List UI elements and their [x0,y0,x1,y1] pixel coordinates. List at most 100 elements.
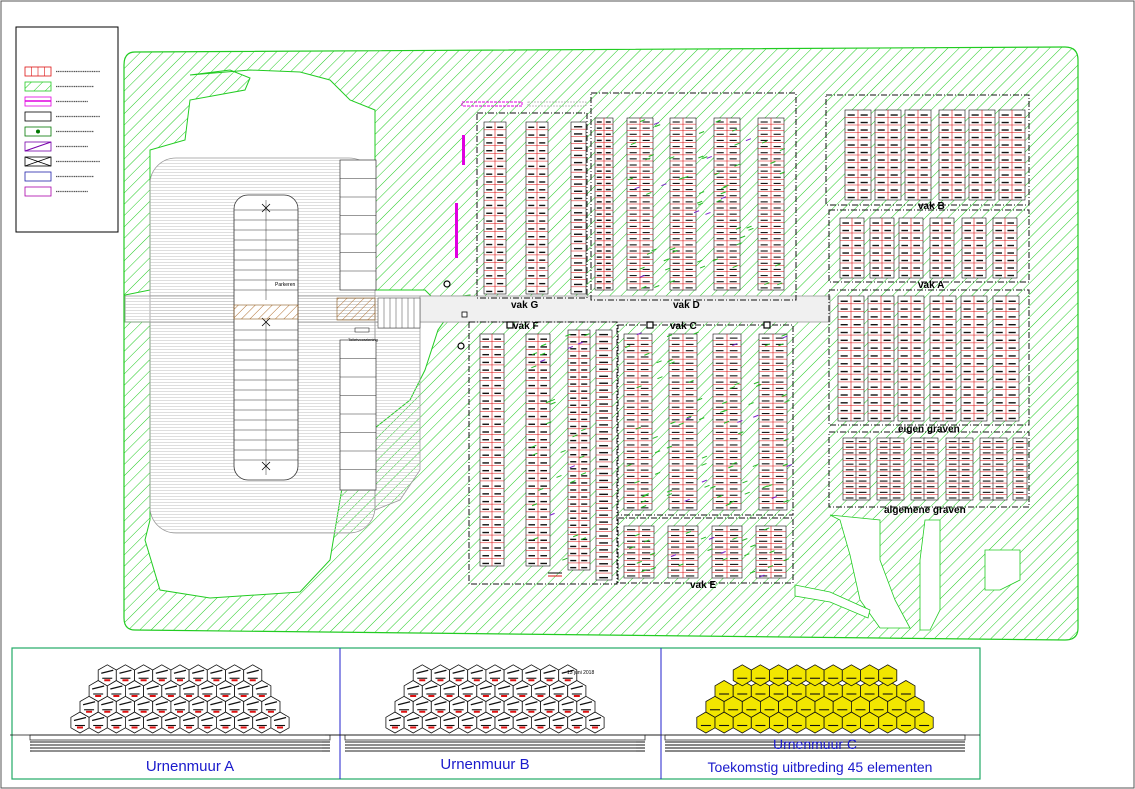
urnenmuur-a-niche-mark [82,701,96,706]
urnenmuur-a-niche-red [104,679,111,682]
grave-marker [702,156,708,160]
grave-marker [641,285,647,289]
grave-marker [670,554,677,558]
urnenmuur-a-niche-red [204,726,211,729]
urnenmuur-a-niche-mark [246,701,259,706]
urnenmuur-b-niche-mark [534,716,547,722]
grave-marker [666,445,673,449]
urnenmuur-b-niche-mark [443,685,456,690]
urnenmuur-b-niche-mark [561,701,574,706]
grave-marker [738,431,744,435]
grave-column [855,437,871,501]
grave-marker [732,128,738,132]
grave-marker [715,119,721,123]
grave-marker [540,343,547,347]
grave-marker [723,184,729,188]
urnenmuur-a-niche-mark [137,701,150,706]
grave-marker [686,415,692,419]
grave-marker [698,191,705,195]
grave-marker [728,465,734,469]
grave-marker [732,537,738,540]
urnenmuur-b-niche-red [482,695,489,697]
urnenmuur-b-niche-red [410,695,417,697]
grave-marker [565,333,571,337]
grave-marker [784,399,790,403]
urnenmuur-a-niche-red [122,679,129,682]
grave-marker [783,558,789,562]
grave-marker [656,360,662,364]
urnenmuur-b-niche-mark [516,685,529,690]
urnenmuur-b-niche-mark [488,669,502,674]
grave-marker [654,285,660,288]
grave-marker [545,421,552,425]
urnenmuur-a-niche-mark [155,701,168,706]
urnenmuur-a-niche-mark [110,685,123,690]
urnenmuur-b-niche-mark [525,701,538,706]
urnenmuur-a-niche-red [258,726,265,729]
urnenmuur-a-niche-mark [192,701,205,706]
urnenmuur-a-niche-mark [119,669,132,674]
grave-marker [678,422,684,426]
grave-marker [649,552,656,556]
legend-swatch-dot [36,129,40,134]
urnenmuur-a-niche-mark [101,669,114,674]
grave-marker [739,235,746,239]
grave-marker [644,352,650,356]
waste-bin-icon [457,342,465,350]
urnenmuur-a-niche-mark [92,716,105,722]
urnenmuur-c-niche [878,664,898,687]
grave-marker [763,527,770,531]
urnenmuur-a-niche-red [240,726,247,729]
urnenmuur-a-niche-red [140,710,147,713]
section-vak-b [825,94,1030,206]
grave-marker [539,352,546,356]
grave-marker [736,242,742,246]
tap-icon [506,321,514,329]
urnenmuur-b-niche-red [537,695,544,697]
urnenmuur-b-niche-mark [552,716,565,722]
urnenmuur-a-niche-mark [210,701,223,706]
grave-marker [550,401,556,405]
urnenmuur-b-niche-red [464,695,471,697]
grave-marker [696,200,703,204]
grave-marker [643,493,649,497]
grave-marker [725,503,732,506]
urnenmuur-a-niche-red [158,710,165,713]
grave-marker [778,343,784,347]
urn-walls-panel [10,647,981,780]
grave-marker [678,177,684,180]
grave-marker [698,131,705,134]
urnenmuur-b-niche-red [464,726,471,729]
grave-marker [732,343,738,347]
urnenmuur-b-niche-mark [407,685,420,690]
legend [15,26,119,233]
urnenmuur-a-niche-mark [201,685,214,690]
urnenmuur-a-niche-mark [73,716,87,722]
urnenmuur-b-niche-red [510,710,517,713]
tap-icon [646,321,654,329]
grave-marker [762,485,768,489]
grave-marker [650,567,656,570]
footpath [829,514,911,629]
urnenmuur-a-niche-red [104,710,111,713]
grave-marker [707,548,713,552]
urnenmuur-a-niche-mark [137,669,150,674]
grave-marker [628,546,635,550]
urnenmuur-c-niche [896,680,916,702]
urnenmuur-a-niche-red [240,695,247,697]
urnenmuur-b-niche-mark [470,701,483,706]
urnenmuur-b-niche-mark [434,669,447,674]
grave-marker [581,428,587,432]
urnenmuur-b-niche-mark [516,716,529,722]
grave-column [958,437,974,501]
grave-marker [531,352,538,356]
grave-marker [562,557,568,561]
grave-marker [556,474,562,478]
grave-column [1012,437,1028,501]
grave-marker [716,199,722,203]
grave-marker [693,331,699,335]
urnenmuur-b-niche-red [592,726,599,729]
grave-marker [697,259,703,263]
urnenmuur-b-niche-red [564,710,571,713]
grave-marker [624,345,631,349]
